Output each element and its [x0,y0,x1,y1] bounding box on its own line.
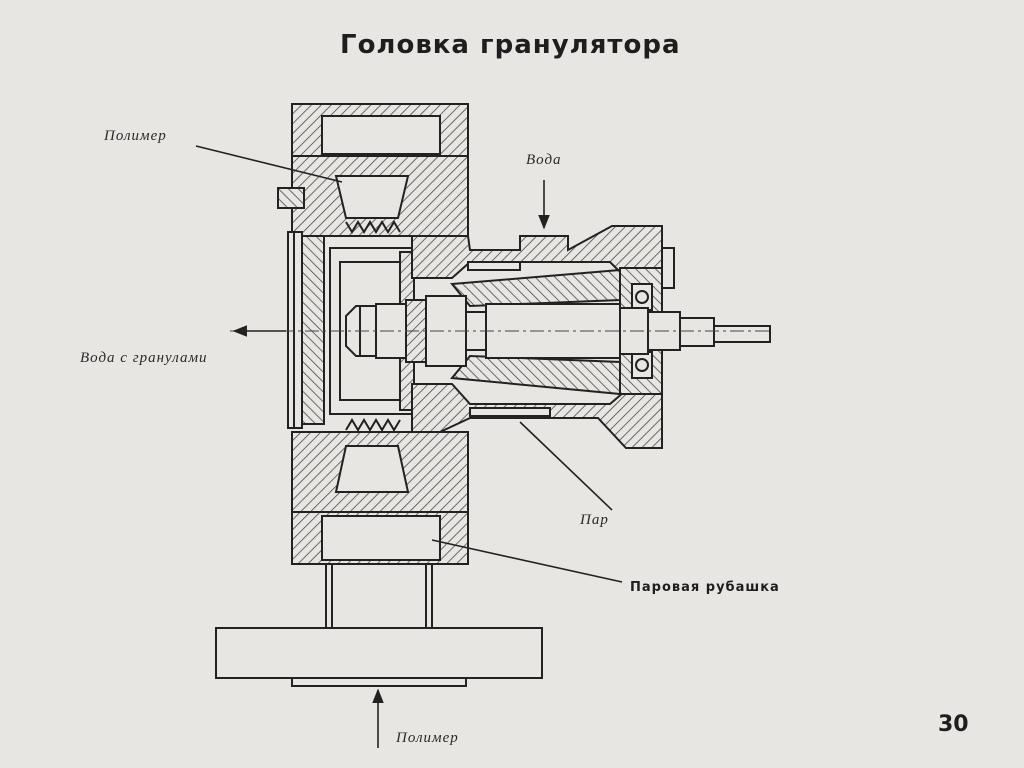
body-bottom [291,431,469,565]
annotations [195,145,623,748]
die-plate [277,187,325,429]
label-water-in: Вода [526,152,562,168]
label-polymer-bottom: Полимер [396,730,459,746]
label-steam-jacket: Паровая рубашка [630,580,780,595]
label-steam: Пар [580,512,609,528]
page-number: 30 [938,712,969,737]
label-polymer-top: Полимер [104,128,167,144]
body-top [291,103,469,237]
conical-sleeve [450,268,621,396]
housing [411,225,675,449]
inlet-flange [215,563,543,687]
slide-title: Головка гранулятора [340,30,681,60]
label-water-with-granules: Вода с гранулами [80,350,208,366]
